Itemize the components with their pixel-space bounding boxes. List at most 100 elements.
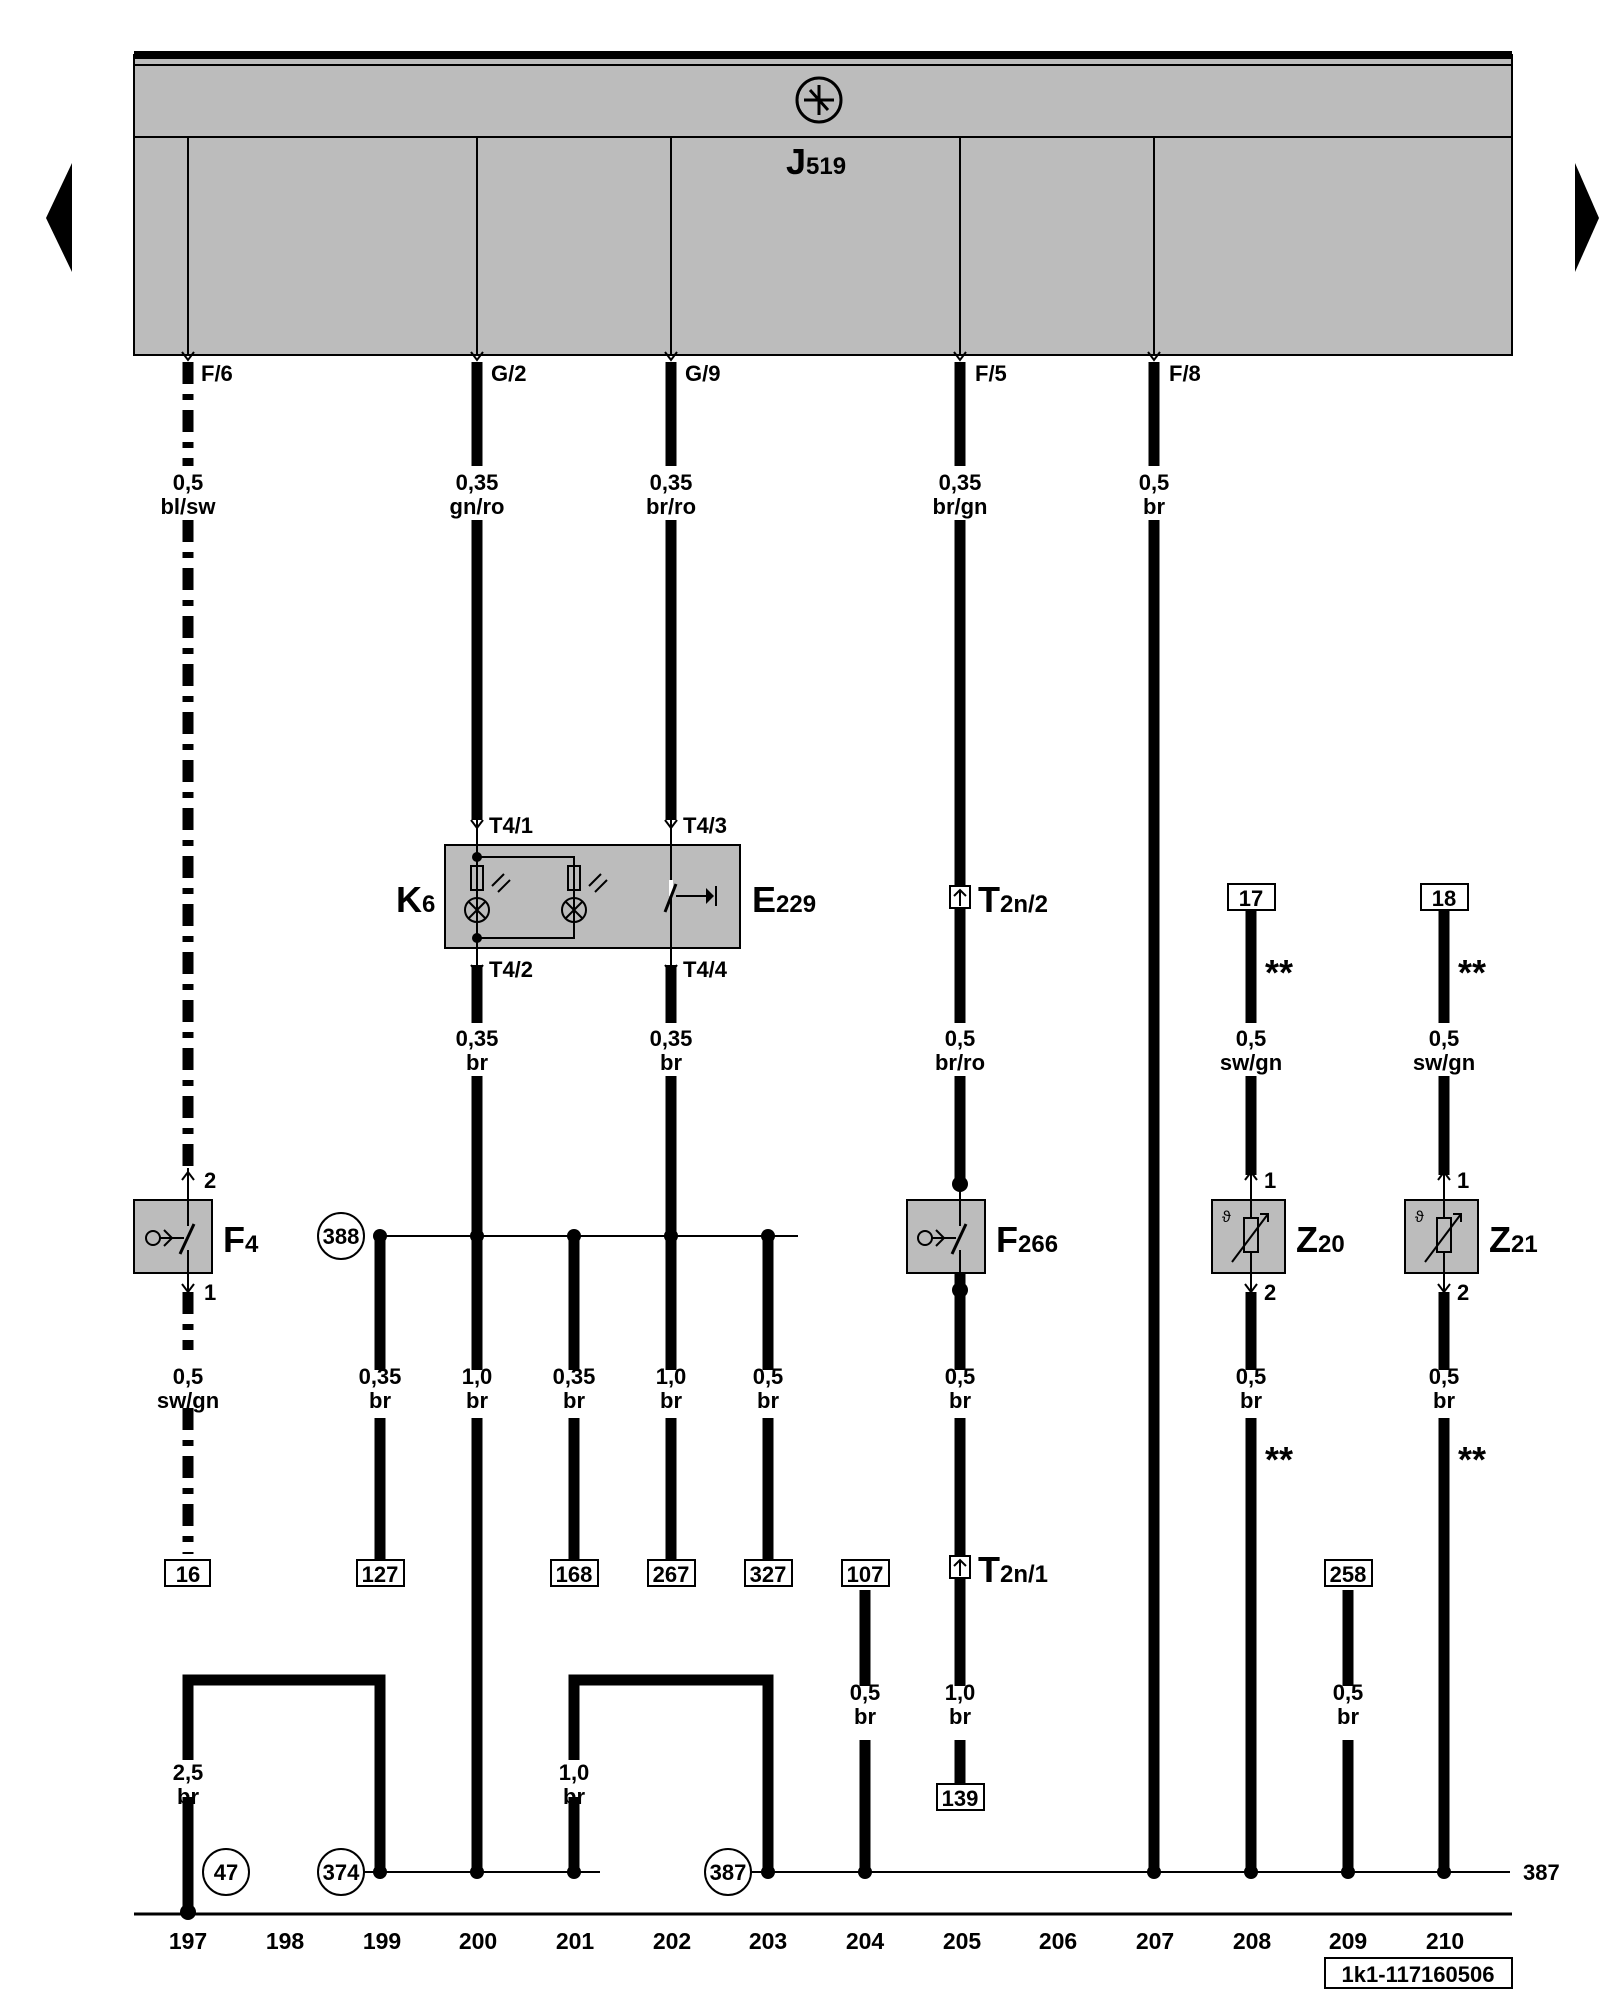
svg-text:0,5: 0,5 (850, 1680, 881, 1705)
svg-text:0,35: 0,35 (359, 1364, 402, 1389)
svg-text:bl/sw: bl/sw (160, 494, 216, 519)
component-f266-label: F266 (996, 1219, 1058, 1260)
svg-text:0,5: 0,5 (1236, 1364, 1267, 1389)
svg-text:0,5: 0,5 (1429, 1364, 1460, 1389)
svg-text:209: 209 (1329, 1928, 1367, 1954)
ground-ref-label: 387 (1523, 1860, 1560, 1885)
connector-t2n1 (949, 1555, 971, 1579)
heater-z20: ϑ (1211, 1175, 1286, 1292)
pin-f6: F/6 (201, 361, 233, 386)
svg-text:sw/gn: sw/gn (1220, 1050, 1282, 1075)
ref-box-267: 267 (653, 1562, 690, 1587)
pin-t4-2: T4/2 (489, 957, 533, 982)
ground-point-387: 387 (710, 1860, 747, 1885)
svg-text:sw/gn: sw/gn (157, 1388, 219, 1413)
svg-text:1,0: 1,0 (462, 1364, 493, 1389)
component-e229-label: E229 (752, 879, 816, 920)
svg-text:200: 200 (459, 1928, 497, 1954)
svg-text:2,5: 2,5 (173, 1760, 204, 1785)
svg-text:2: 2 (1264, 1280, 1276, 1305)
ground-point-374: 374 (323, 1860, 360, 1885)
temperature-icon: ϑ (1222, 1209, 1231, 1226)
ref-box-16: 16 (176, 1562, 200, 1587)
svg-text:0,5: 0,5 (1333, 1680, 1364, 1705)
svg-text:br: br (466, 1388, 488, 1413)
svg-text:210: 210 (1426, 1928, 1464, 1954)
switch-actuator-icon (917, 1230, 933, 1246)
svg-text:br: br (1143, 494, 1165, 519)
svg-text:197: 197 (169, 1928, 207, 1954)
footnote-stars: ** (1265, 952, 1293, 993)
ground-point-47: 47 (214, 1860, 238, 1885)
svg-text:br: br (177, 1784, 199, 1809)
svg-text:205: 205 (943, 1928, 982, 1954)
switch-actuator-icon (145, 1230, 161, 1246)
svg-text:br/gn: br/gn (933, 494, 988, 519)
pin-g2: G/2 (491, 361, 526, 386)
svg-text:br: br (660, 1050, 682, 1075)
svg-text:203: 203 (749, 1928, 787, 1954)
svg-text:198: 198 (266, 1928, 305, 1954)
svg-text:0,35: 0,35 (650, 1026, 693, 1051)
svg-text:0,5: 0,5 (1429, 1026, 1460, 1051)
junction-dots (180, 1176, 1451, 1920)
switch-f4 (133, 1168, 213, 1292)
pin-t4-3: T4/3 (683, 813, 727, 838)
pin-g9: G/9 (685, 361, 720, 386)
svg-text:br/ro: br/ro (646, 494, 696, 519)
svg-text:br: br (369, 1388, 391, 1413)
svg-text:1,0: 1,0 (945, 1680, 976, 1705)
svg-text:br: br (466, 1050, 488, 1075)
previous-page-arrow-icon[interactable] (46, 163, 72, 272)
svg-text:199: 199 (363, 1928, 401, 1954)
svg-text:br: br (949, 1704, 971, 1729)
svg-text:sw/gn: sw/gn (1413, 1050, 1475, 1075)
ground-point-388: 388 (323, 1224, 360, 1249)
component-z21-label: Z21 (1489, 1219, 1538, 1260)
svg-text:0,35: 0,35 (456, 1026, 499, 1051)
ref-box-17: 17 (1239, 886, 1263, 911)
svg-text:0,5: 0,5 (1236, 1026, 1267, 1051)
push-switch-icon (663, 880, 717, 913)
connector-t2n2 (949, 885, 971, 909)
next-page-arrow-icon[interactable] (1575, 163, 1599, 272)
pin-f5: F/5 (975, 361, 1007, 386)
control-unit-label: J519 (786, 141, 846, 182)
component-k6-label: K6 (396, 879, 435, 920)
footnote-stars: ** (1265, 1439, 1293, 1480)
ref-box-168: 168 (556, 1562, 593, 1587)
svg-text:br: br (1337, 1704, 1359, 1729)
svg-text:1: 1 (1457, 1168, 1469, 1193)
svg-text:br/ro: br/ro (935, 1050, 985, 1075)
pin-t4-4: T4/4 (683, 957, 728, 982)
svg-text:0,5: 0,5 (173, 470, 204, 495)
svg-text:0,35: 0,35 (553, 1364, 596, 1389)
ref-box-258: 258 (1330, 1562, 1367, 1587)
ground-wire-201-203 (568, 1674, 774, 1870)
svg-text:206: 206 (1039, 1928, 1077, 1954)
footnote-stars: ** (1458, 1439, 1486, 1480)
svg-text:br: br (854, 1704, 876, 1729)
svg-text:br: br (949, 1388, 971, 1413)
svg-text:br: br (757, 1388, 779, 1413)
svg-text:0,35: 0,35 (456, 470, 499, 495)
svg-text:2: 2 (204, 1168, 216, 1193)
component-z20-label: Z20 (1296, 1219, 1345, 1260)
svg-text:0,5: 0,5 (173, 1364, 204, 1389)
svg-text:0,35: 0,35 (650, 470, 693, 495)
svg-text:0,35: 0,35 (939, 470, 982, 495)
svg-text:br: br (1433, 1388, 1455, 1413)
svg-text:207: 207 (1136, 1928, 1174, 1954)
svg-text:202: 202 (653, 1928, 691, 1954)
svg-text:0,5: 0,5 (945, 1026, 976, 1051)
document-id-box (1324, 1957, 1513, 1989)
svg-text:1,0: 1,0 (656, 1364, 687, 1389)
svg-text:br: br (563, 1784, 585, 1809)
svg-text:1: 1 (1264, 1168, 1276, 1193)
svg-text:208: 208 (1233, 1928, 1272, 1954)
svg-text:0,5: 0,5 (1139, 470, 1170, 495)
pin-t4-1: T4/1 (489, 813, 533, 838)
svg-text:0,5: 0,5 (945, 1364, 976, 1389)
svg-text:0,5: 0,5 (753, 1364, 784, 1389)
heater-z21: ϑ (1404, 1175, 1479, 1292)
